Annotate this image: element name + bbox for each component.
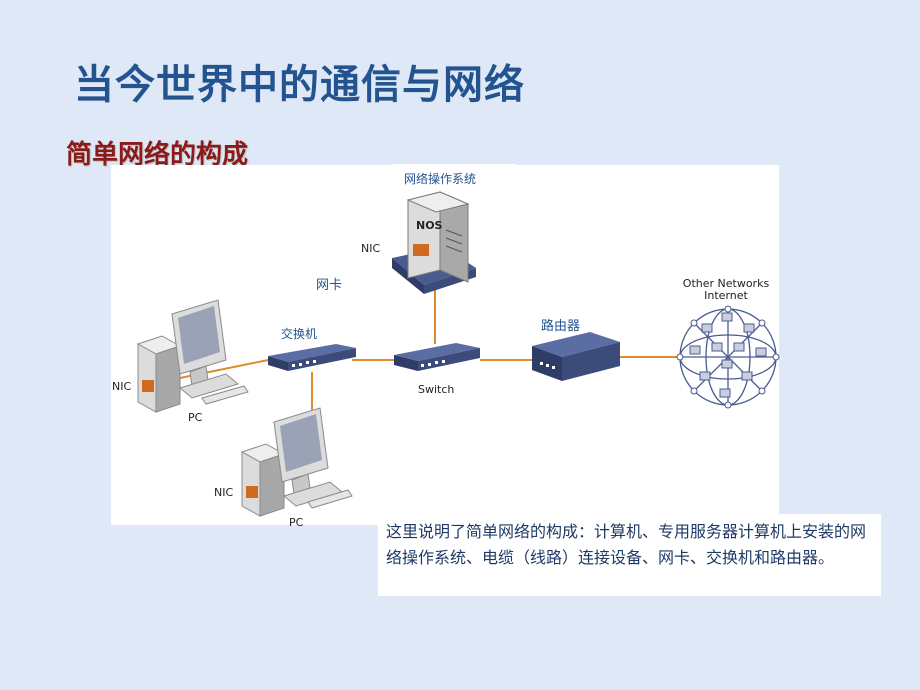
pc2-computer-icon	[240, 407, 353, 517]
slide-title: 当今世界中的通信与网络	[74, 62, 525, 108]
router-icon	[532, 332, 620, 381]
nos-label-background	[392, 164, 516, 188]
hub-label: 交换机	[281, 327, 318, 341]
switch-label: Switch	[418, 383, 455, 396]
description-note: 这里说明了简单网络的构成：计算机、专用服务器计算机上安装的网络操作系统、电缆（线…	[378, 514, 881, 596]
nos-server-icon	[392, 191, 476, 294]
pc2-label: PC	[289, 516, 304, 529]
switch-icon	[394, 343, 480, 371]
hub-icon	[268, 344, 356, 371]
pc1-computer-icon	[136, 299, 249, 413]
internet-globe-icon	[676, 305, 780, 409]
internet-label: Other Networks Internet	[682, 277, 770, 302]
nos-label: NOS	[416, 219, 443, 232]
cables	[179, 290, 680, 470]
router-label: 路由器	[541, 319, 581, 334]
nic-label-pc1: NIC	[112, 380, 132, 393]
nic-label-server: NIC	[361, 242, 381, 255]
nos-system-label: 网络操作系统	[404, 172, 477, 186]
nic-card-label: 网卡	[316, 278, 343, 293]
pc1-label: PC	[188, 411, 203, 424]
nic-label-pc2: NIC	[214, 486, 234, 499]
